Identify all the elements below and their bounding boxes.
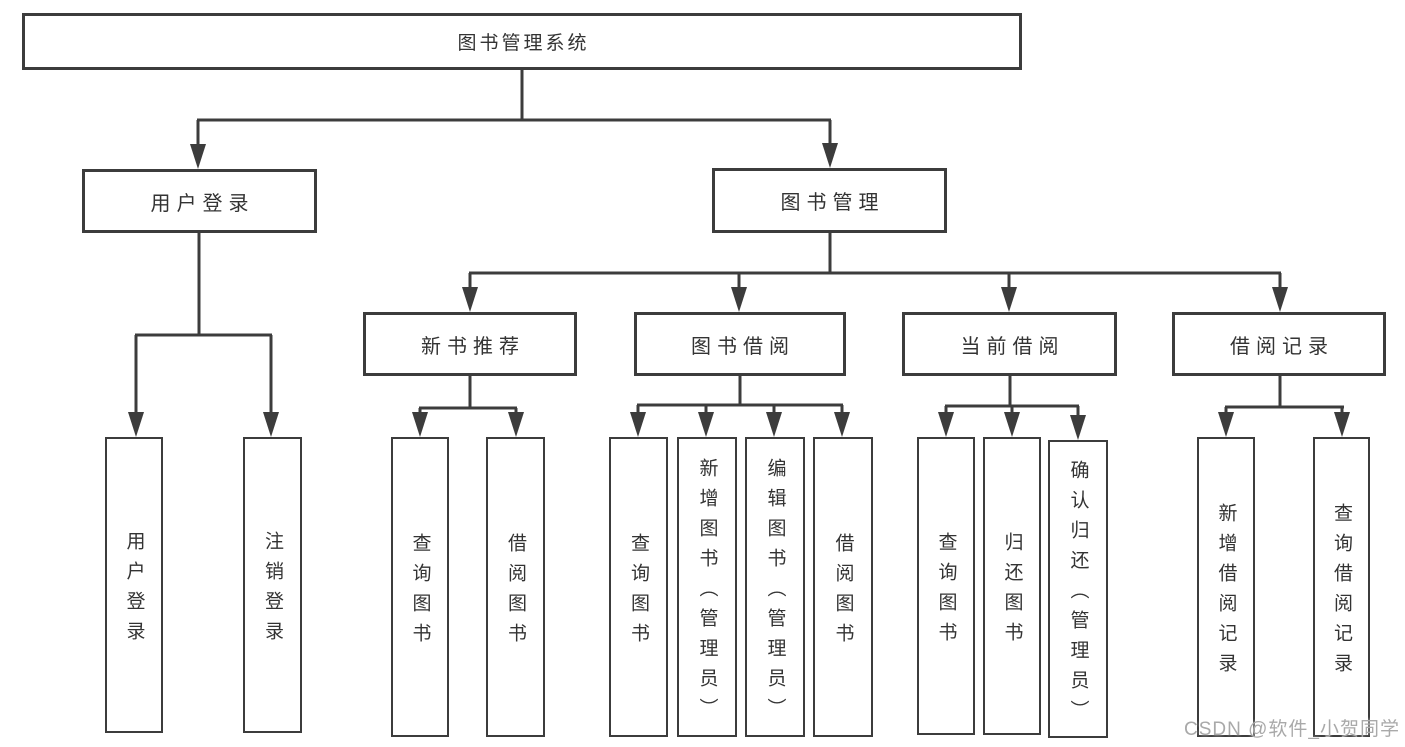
node-label: 新书推荐 bbox=[421, 335, 525, 358]
node-label: 查询图书 bbox=[409, 532, 431, 653]
node-user-login: 用户登录 bbox=[82, 169, 317, 233]
node-label: 图书借阅 bbox=[691, 335, 795, 358]
node-book-borrowing: 图书借阅 bbox=[634, 312, 846, 376]
node-label: 当前借阅 bbox=[960, 335, 1065, 358]
node-label: 查询图书 bbox=[935, 531, 957, 652]
node-book-management-system: 图书管理系统 bbox=[22, 13, 1022, 70]
node-label: 用户登录 bbox=[123, 530, 145, 651]
node-label: 查询图书 bbox=[628, 532, 649, 653]
node-label: 新增图书（管理员） bbox=[696, 457, 718, 728]
node-label: 注销登录 bbox=[262, 530, 283, 651]
node-label: 编辑图书（管理员） bbox=[764, 457, 786, 728]
leaf-query-books-3: 查询图书 bbox=[917, 437, 975, 735]
node-book-management: 图书管理 bbox=[712, 168, 947, 233]
node-label: 查询借阅记录 bbox=[1331, 502, 1352, 683]
node-label: 归还图书 bbox=[1001, 531, 1023, 652]
node-label: 用户登录 bbox=[150, 192, 255, 215]
node-label: 确认归还（管理员） bbox=[1067, 459, 1089, 730]
leaf-query-books-1: 查询图书 bbox=[391, 437, 449, 737]
leaf-query-borrow-record: 查询借阅记录 bbox=[1313, 437, 1370, 737]
leaf-add-borrow-record: 新增借阅记录 bbox=[1197, 437, 1255, 737]
leaf-query-books-2: 查询图书 bbox=[609, 437, 668, 737]
node-borrowing-records: 借阅记录 bbox=[1172, 312, 1386, 376]
node-label: 借阅图书 bbox=[832, 532, 854, 653]
node-label: 图书管理系统 bbox=[457, 33, 590, 54]
leaf-confirm-return-admin: 确认归还（管理员） bbox=[1048, 440, 1108, 738]
node-label: 借阅记录 bbox=[1230, 335, 1334, 358]
leaf-borrow-books-1: 借阅图书 bbox=[486, 437, 545, 737]
leaf-edit-books-admin: 编辑图书（管理员） bbox=[745, 437, 805, 737]
leaf-add-books-admin: 新增图书（管理员） bbox=[677, 437, 737, 737]
leaf-return-books: 归还图书 bbox=[983, 437, 1041, 735]
node-label: 新增借阅记录 bbox=[1215, 502, 1237, 683]
csdn-watermark: CSDN @软件_小贺同学 bbox=[1184, 719, 1400, 740]
leaf-borrow-books-2: 借阅图书 bbox=[813, 437, 873, 737]
leaf-user-login: 用户登录 bbox=[105, 437, 163, 733]
node-new-book-recommend: 新书推荐 bbox=[363, 312, 577, 376]
node-label: 借阅图书 bbox=[505, 532, 526, 653]
node-current-borrowing: 当前借阅 bbox=[902, 312, 1117, 376]
leaf-logout: 注销登录 bbox=[243, 437, 302, 733]
node-label: 图书管理 bbox=[780, 192, 885, 214]
